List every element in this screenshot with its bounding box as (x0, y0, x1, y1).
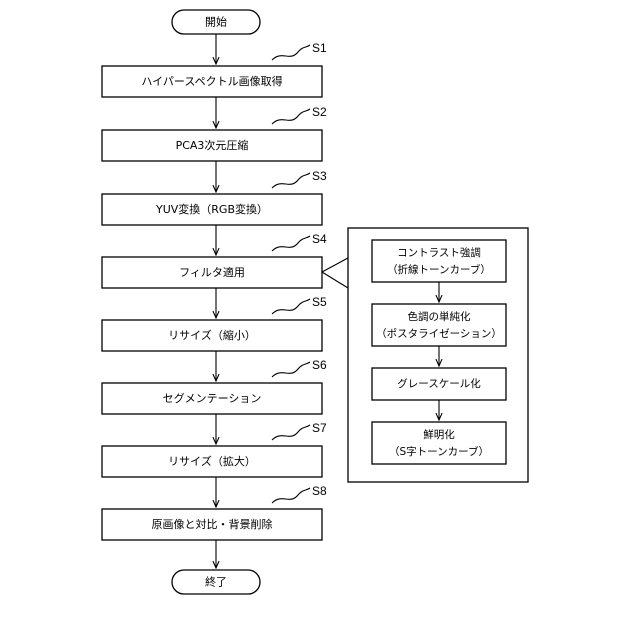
step-id-s2: S2 (312, 105, 327, 119)
step-label-s8: 原画像と対比・背景削除 (152, 517, 273, 531)
step-label-s3: YUV変換（RGB変換） (155, 202, 268, 216)
filter-substep-line2: （S字トーンカーブ） (389, 445, 489, 458)
step-s4: S4 フィルタ適用 (102, 232, 327, 288)
filter-substep-grayscale: グレースケール化 (372, 368, 506, 400)
step-id-leader (272, 425, 310, 440)
step-label-s5: リサイズ（縮小） (168, 328, 256, 342)
end-terminal: 終了 (172, 570, 260, 594)
step-id-leader (272, 236, 310, 251)
filter-substep-line1: 色調の単純化 (408, 310, 471, 323)
step-id-leader (272, 362, 310, 377)
step-id-s5: S5 (312, 295, 327, 309)
step-id-leader (272, 45, 310, 60)
end-label: 終了 (205, 575, 227, 589)
start-terminal: 開始 (172, 10, 260, 34)
step-id-leader (272, 173, 310, 188)
filter-substep-sharpen: 鮮明化 （S字トーンカーブ） (372, 422, 506, 464)
step-label-s2: PCA3次元圧縮 (176, 138, 249, 152)
step-id-s3: S3 (312, 169, 327, 183)
filter-substep-line1: 鮮明化 (423, 428, 455, 441)
filter-substep-line1: グレースケール化 (397, 377, 481, 390)
step-s2: S2 PCA3次元圧縮 (102, 105, 327, 161)
step-id-s8: S8 (312, 484, 327, 498)
filter-substep-line2: （ポスタライゼーション） (376, 328, 502, 340)
filter-substep-posterize: 色調の単純化 （ポスタライゼーション） (372, 304, 506, 346)
step-s5: S5 リサイズ（縮小） (102, 295, 327, 351)
step-id-s7: S7 (312, 421, 327, 435)
step-id-leader (272, 488, 310, 503)
step-id-s1: S1 (312, 41, 327, 55)
step-s7: S7 リサイズ（拡大） (102, 421, 327, 477)
step-s8: S8 原画像と対比・背景削除 (102, 484, 327, 540)
step-id-leader (272, 299, 310, 314)
filter-substep-line2: （折線トーンカーブ） (387, 263, 491, 276)
step-label-s1: ハイパースペクトル画像取得 (141, 75, 282, 88)
filter-callout-connector (322, 258, 348, 288)
step-s6: S6 セグメンテーション (102, 358, 327, 414)
start-label: 開始 (205, 15, 227, 29)
filter-substep-line1: コントラスト強調 (397, 246, 481, 259)
step-label-s4: フィルタ適用 (179, 265, 245, 279)
step-s3: S3 YUV変換（RGB変換） (102, 169, 327, 225)
step-id-s4: S4 (312, 232, 327, 246)
filter-substep-contrast: コントラスト強調 （折線トーンカーブ） (372, 240, 506, 282)
step-label-s6: セグメンテーション (163, 391, 262, 405)
step-id-s6: S6 (312, 358, 327, 372)
step-s1: S1 ハイパースペクトル画像取得 (102, 41, 327, 97)
filter-detail-panel: コントラスト強調 （折線トーンカーブ） 色調の単純化 （ポスタライゼーション） … (348, 228, 528, 482)
step-id-leader (272, 109, 310, 124)
step-label-s7: リサイズ（拡大） (168, 454, 256, 468)
